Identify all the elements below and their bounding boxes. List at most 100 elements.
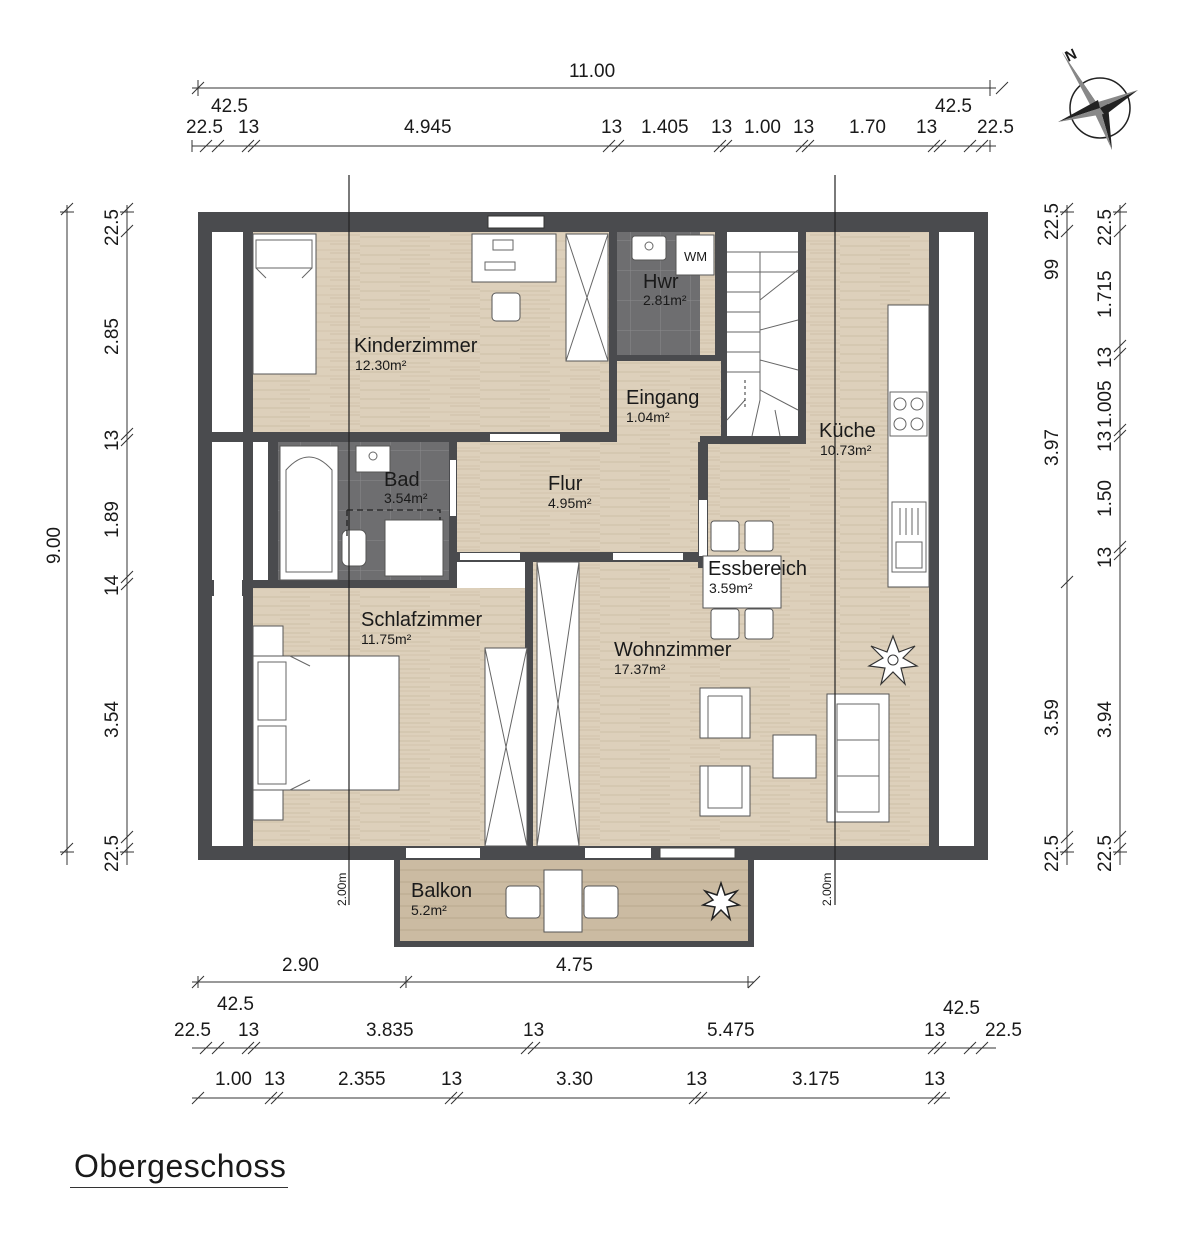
toilet	[341, 529, 367, 567]
kitchen-counter	[887, 304, 930, 588]
wall-right	[974, 212, 988, 860]
dim-top-7: 1.00	[744, 117, 781, 138]
floor-title: Obergeschoss	[70, 1148, 289, 1188]
dim-left-4: 1.89	[102, 501, 123, 538]
balcony-chair-1	[505, 885, 541, 919]
dim-right-outer-6: 1.50	[1095, 480, 1116, 517]
wall-top	[198, 212, 988, 232]
dim-bottom-r2-1: 22.5	[174, 1020, 211, 1041]
dim-bottom-r2-2: 13	[238, 1020, 259, 1041]
dim-right-outer-2: 1.715	[1095, 270, 1116, 318]
dimension-lines: 11.00 42.5 42.5 22.5 13 4.945 13 1.405 1…	[44, 61, 1127, 1105]
dim-bottom-over-1: 42.5	[217, 994, 254, 1015]
dim-top-10: 13	[916, 117, 937, 138]
wall-balkon-left	[394, 856, 400, 947]
dim-top-over-1: 42.5	[211, 96, 248, 117]
dining-chair-3	[710, 608, 740, 640]
room-bad-area: 3.54m²	[384, 490, 428, 506]
bathtub	[279, 445, 339, 581]
room-hwr-area: 2.81m²	[643, 292, 687, 308]
room-schlafzimmer-name: Schlafzimmer	[361, 609, 482, 631]
dim-left-6: 3.54	[102, 701, 123, 738]
wall-left-inner	[243, 232, 253, 846]
nightstand-2	[252, 789, 284, 821]
plant-icon	[867, 634, 919, 686]
dim-left-1: 22.5	[102, 209, 123, 246]
dim-top-1: 22.5	[186, 117, 223, 138]
dim-right-inner-2: 99	[1042, 259, 1063, 280]
north-label: N	[1063, 46, 1080, 66]
wall-stair-left	[721, 232, 727, 442]
bath-sink	[355, 445, 391, 473]
kids-bed	[252, 233, 317, 375]
room-wohnzimmer-name: Wohnzimmer	[614, 639, 732, 661]
staircase	[726, 232, 799, 437]
dim-bottom-r3-3: 2.355	[338, 1069, 386, 1090]
dining-chair-2	[744, 520, 774, 552]
dining-chair-1	[710, 520, 740, 552]
wall-kinder-right	[609, 232, 617, 442]
dim-right-outer-7: 13	[1095, 547, 1116, 568]
balcony-table	[543, 869, 583, 933]
dim-right-inner-3: 3.97	[1042, 429, 1063, 466]
coffee-table	[772, 734, 817, 779]
wall-balkon-bottom	[394, 941, 754, 947]
section-height-left: 2.00m	[335, 873, 349, 906]
section-lines: 2.00m 2.00m	[335, 175, 836, 906]
dim-top-over-2: 42.5	[935, 96, 972, 117]
desk	[471, 233, 557, 283]
dim-top-3: 4.945	[404, 117, 452, 138]
double-bed	[252, 655, 400, 791]
dim-top-4: 13	[601, 117, 622, 138]
wall-right-inner	[929, 232, 939, 846]
room-wohnzimmer-area: 17.37m²	[614, 661, 666, 677]
room-eingang-area: 1.04m²	[626, 409, 670, 425]
window-bottom-1	[406, 848, 480, 858]
section-height-right: 2.00m	[820, 873, 834, 906]
dim-bottom-r1-1: 2.90	[282, 955, 319, 976]
door-bath	[450, 460, 456, 516]
dim-right-outer-5: 13	[1095, 431, 1116, 452]
room-flur-area: 4.95m²	[548, 495, 592, 511]
room-kinderzimmer-name: Kinderzimmer	[354, 335, 478, 357]
dim-top-2: 13	[238, 117, 259, 138]
room-kinderzimmer-area: 12.30m²	[355, 357, 407, 373]
washing-machine	[675, 234, 715, 276]
room-flur-name: Flur	[548, 473, 583, 495]
wall-flur-bottom	[455, 552, 705, 562]
dim-left-7: 22.5	[102, 835, 123, 872]
door-flur-left	[460, 553, 520, 560]
sofa	[826, 693, 890, 823]
stove	[889, 391, 928, 437]
dim-bottom-r3-4: 13	[441, 1069, 462, 1090]
dim-bottom-r2-3: 3.835	[366, 1020, 414, 1041]
door-flur-right	[613, 553, 683, 560]
room-bad-name: Bad	[384, 469, 420, 491]
room-kueche-area: 10.73m²	[820, 442, 872, 458]
door-kueche	[699, 500, 707, 556]
hwr-sink	[631, 235, 667, 261]
room-essbereich-name: Essbereich	[708, 558, 807, 580]
dim-left-2: 2.85	[102, 318, 123, 355]
wall-left	[198, 212, 212, 860]
compass-icon: N	[1058, 46, 1138, 150]
wall-balkon-right	[748, 856, 754, 947]
room-hwr-name: Hwr	[643, 271, 679, 293]
window-left-lower	[214, 446, 242, 844]
window-bottom-2	[585, 848, 651, 858]
dim-bottom-r3-1: 1.00	[215, 1069, 252, 1090]
wall-kinder-bottom	[212, 432, 617, 442]
kitchen-sink	[891, 501, 927, 573]
door-kinder	[490, 434, 560, 441]
dim-bottom-r3-6: 13	[686, 1069, 707, 1090]
shower	[384, 519, 444, 577]
dim-left-total: 9.00	[44, 527, 65, 564]
dim-left-5: 14	[102, 574, 123, 596]
dim-right-inner-1: 22.5	[1042, 203, 1063, 240]
dim-bottom-r3-8: 13	[924, 1069, 945, 1090]
dining-table	[702, 555, 782, 609]
window-right-upper	[941, 234, 973, 844]
wm-label: WM	[684, 249, 707, 264]
window-bath	[254, 444, 268, 580]
